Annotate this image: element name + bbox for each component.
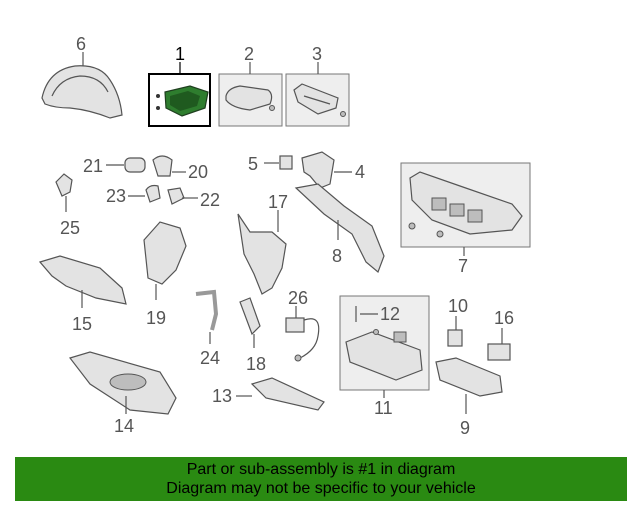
part-6-instrument-hood[interactable]: 6	[41, 34, 123, 119]
callout-16: 16	[494, 308, 514, 328]
callout-10: 10	[448, 296, 468, 316]
callout-25: 25	[60, 218, 80, 238]
part-20[interactable]: 20	[152, 155, 208, 182]
part-15[interactable]: 15	[38, 255, 127, 334]
banner-line-2: Diagram may not be specific to your vehi…	[166, 480, 476, 497]
part-14-console[interactable]: 14	[68, 351, 177, 436]
info-banner: Part or sub-assembly is #1 in diagram Di…	[15, 457, 627, 501]
callout-18: 18	[246, 354, 266, 374]
part-26[interactable]: 26	[285, 288, 320, 362]
part-18[interactable]: 18	[239, 297, 266, 374]
callout-24: 24	[200, 348, 220, 368]
callout-11: 11	[374, 398, 393, 418]
part-23[interactable]: 23	[106, 184, 161, 207]
callout-21: 21	[83, 156, 103, 176]
callout-17: 17	[268, 192, 288, 212]
callout-8: 8	[332, 246, 342, 266]
part-3[interactable]: 3	[285, 44, 350, 127]
callout-22: 22	[200, 190, 220, 210]
part-25[interactable]: 25	[55, 173, 80, 238]
part-24[interactable]: 24	[195, 289, 220, 368]
callout-14: 14	[114, 416, 134, 436]
callout-23: 23	[106, 186, 126, 206]
part-1-highlighted[interactable]: 1	[148, 44, 211, 127]
part-17[interactable]: 17	[237, 192, 288, 295]
callout-9: 9	[460, 418, 470, 438]
part-4[interactable]: 4	[301, 151, 365, 189]
part-9[interactable]: 9	[435, 357, 503, 438]
part-16[interactable]: 16	[487, 308, 514, 361]
callout-6: 6	[76, 34, 86, 54]
callout-3: 3	[312, 44, 322, 64]
banner-line-1: Part or sub-assembly is #1 in diagram	[186, 461, 456, 478]
part-5[interactable]: 5	[248, 154, 293, 174]
part-8[interactable]: 8	[294, 183, 385, 274]
part-11-console-box[interactable]: 11	[339, 295, 430, 418]
callout-26: 26	[288, 288, 308, 308]
callout-12: 12	[380, 304, 400, 324]
part-2[interactable]: 2	[218, 44, 283, 127]
callout-4: 4	[355, 162, 365, 182]
callout-2: 2	[244, 44, 254, 64]
callout-13: 13	[212, 386, 232, 406]
parts-diagram: 6 1 2 3 21 20 23	[38, 34, 531, 438]
part-22[interactable]: 22	[167, 187, 220, 210]
part-7-center-panel[interactable]: 7	[400, 162, 531, 276]
callout-1: 1	[175, 44, 185, 64]
part-10[interactable]: 10	[447, 296, 468, 347]
part-13[interactable]: 13	[212, 377, 325, 411]
callout-19: 19	[146, 308, 166, 328]
part-21[interactable]: 21	[83, 156, 146, 176]
callout-20: 20	[188, 162, 208, 182]
callout-7: 7	[458, 256, 468, 276]
part-12-screw[interactable]: 12	[355, 304, 400, 324]
callout-15: 15	[72, 314, 92, 334]
part-19[interactable]: 19	[143, 221, 187, 328]
callout-5: 5	[248, 154, 258, 174]
